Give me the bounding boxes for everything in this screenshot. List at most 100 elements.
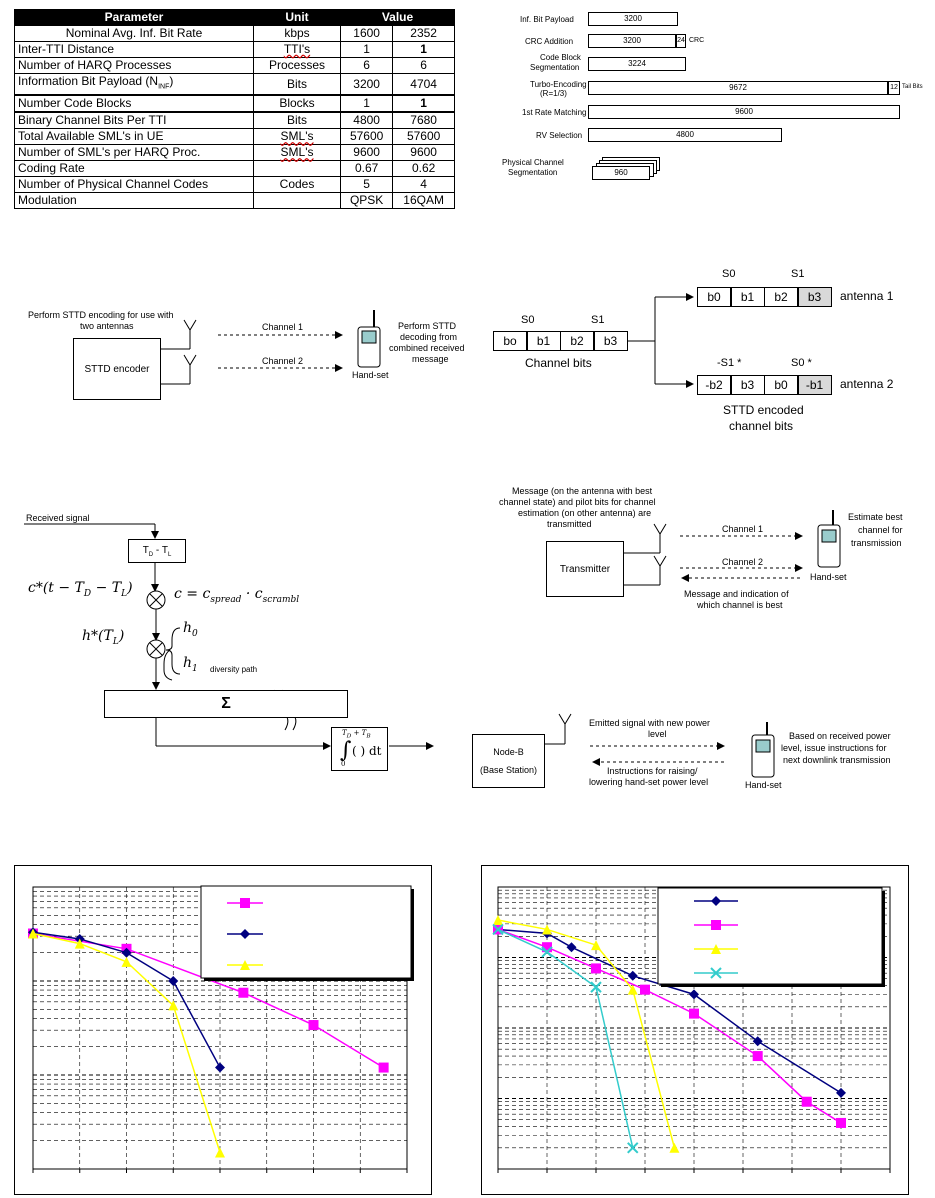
- tsd-feedback-1: Message and indication of: [684, 589, 789, 599]
- legend-shadow: [661, 984, 885, 987]
- phys-label-1: Physical Channel: [502, 158, 564, 167]
- code-eq: c = cspread · cscrambl: [174, 586, 300, 605]
- h0-label: h0: [183, 620, 198, 639]
- rv-box: 4800: [588, 128, 782, 142]
- data-point: [689, 989, 699, 1000]
- value-cell: 0.67: [339, 160, 394, 178]
- turbo-label-1: Turbo-Encoding: [530, 80, 587, 89]
- value-cell: 1600: [339, 25, 394, 42]
- data-point: [168, 1000, 179, 1011]
- data-point: [752, 1051, 763, 1062]
- nodeb-label-2: (Base Station): [479, 765, 538, 775]
- param-cell: Inter-TTI Distance: [14, 41, 254, 58]
- chart-left: [28, 885, 414, 1173]
- tsd-lines: [624, 510, 841, 586]
- data-point: [121, 947, 132, 958]
- sttd-note-1: Perform STTD encoding for use with: [28, 310, 174, 320]
- table-header-row: Parameter Unit Value: [14, 9, 455, 26]
- antenna-1-bit-cell: b1: [730, 287, 765, 307]
- data-point: [689, 1008, 699, 1019]
- tsd-estimate-3: transmission: [851, 538, 902, 548]
- nodeb-box: Node-B (Base Station): [472, 734, 545, 788]
- tsd-note-2: channel state) and pilot bits for channe…: [499, 497, 656, 507]
- crc-label: CRC Addition: [525, 37, 574, 46]
- sttd-channel-1: Channel 1: [262, 322, 304, 332]
- param-cell: Total Available SML's in UE: [14, 128, 254, 146]
- integrator-box: TD + TB ∫ ( ) dt 0: [331, 727, 388, 771]
- tail-box: 12: [888, 81, 900, 95]
- tail-tag: Tail Bits: [902, 84, 923, 90]
- data-point: [591, 963, 601, 974]
- param-cell: Number of Physical Channel Codes: [14, 176, 254, 194]
- tsd-channel-1: Channel 1: [722, 524, 764, 534]
- ant2-s1: -S1 *: [717, 357, 742, 369]
- value-cell: QPSK: [339, 192, 394, 210]
- unit-cell: Processes: [253, 57, 341, 74]
- encoded-label-1: STTD encoded: [723, 403, 804, 417]
- tsd-handset: Hand-set: [810, 572, 847, 582]
- rm-box: 9600: [588, 105, 900, 119]
- sttd-tx-lines: [141, 310, 381, 385]
- antenna-1-bit-cell: b2: [764, 287, 798, 307]
- header-value: Value: [340, 9, 455, 26]
- data-point: [240, 929, 250, 939]
- data-point: [711, 896, 721, 906]
- tsd-note-1: Message (on the antenna with best: [512, 486, 653, 496]
- turbo-label-2: (R=1/3): [540, 89, 567, 98]
- power-lines: [545, 713, 775, 778]
- value-cell: 16QAM: [392, 192, 455, 210]
- chart-right-frame: [481, 865, 909, 1195]
- seg-label-1: Code Block: [540, 53, 581, 62]
- value-cell: 3200: [339, 73, 394, 96]
- channel-bit-cell: b2: [560, 331, 594, 351]
- based-label-2: level, issue instructions for: [781, 743, 887, 753]
- data-point: [711, 920, 721, 930]
- code-conj-eq: c*(t − TD − TL): [28, 580, 133, 599]
- data-point: [627, 1142, 639, 1154]
- tsd-note-4: transmitted: [547, 519, 592, 529]
- data-point: [378, 1062, 389, 1073]
- legend-shadow: [411, 889, 414, 981]
- antenna-2-bit-cell: b3: [730, 375, 765, 395]
- emitted-label-1: Emitted signal with new power: [589, 718, 711, 728]
- sttd-note-2: two antennas: [80, 321, 134, 331]
- data-point: [640, 984, 650, 995]
- legend-shadow: [882, 891, 885, 987]
- instr-label-2: lowering hand-set power level: [589, 777, 709, 787]
- antenna-1-bit-cell: b3: [797, 287, 832, 307]
- data-point: [240, 898, 250, 908]
- value-cell: 2352: [392, 25, 455, 42]
- channel-bit-cell: b1: [526, 331, 561, 351]
- header-unit: Unit: [253, 9, 341, 26]
- series-line: [497, 928, 634, 1148]
- value-cell: 7680: [392, 111, 455, 130]
- param-cell: Information Bit Payload (NINF): [14, 73, 254, 96]
- power-handset: Hand-set: [745, 780, 782, 790]
- channel-conj-eq: h*(TL): [82, 628, 125, 647]
- value-cell: 4704: [392, 73, 455, 96]
- param-cell: Number of HARQ Processes: [14, 57, 254, 74]
- value-cell: 6: [339, 57, 394, 74]
- rm-label: 1st Rate Matching: [522, 108, 587, 117]
- data-point: [627, 970, 638, 981]
- header-parameter: Parameter: [14, 9, 254, 26]
- sum-box: Σ: [104, 690, 348, 718]
- unit-cell: Bits: [253, 111, 341, 130]
- value-cell: 6: [392, 57, 455, 74]
- legend-box: [657, 887, 883, 985]
- data-point: [308, 1020, 319, 1031]
- channel-bit-cell: bo: [493, 331, 527, 351]
- data-point: [542, 942, 552, 953]
- channel-bit-cell: b3: [593, 331, 628, 351]
- emitted-label-2: level: [648, 729, 667, 739]
- tsd-note-3: estimation (on other antenna) are: [518, 508, 652, 518]
- data-point: [627, 984, 638, 995]
- based-label-1: Based on received power: [789, 731, 891, 741]
- nodeb-label-1: Node-B: [493, 747, 524, 757]
- based-label-3: next downlink transmission: [783, 755, 891, 765]
